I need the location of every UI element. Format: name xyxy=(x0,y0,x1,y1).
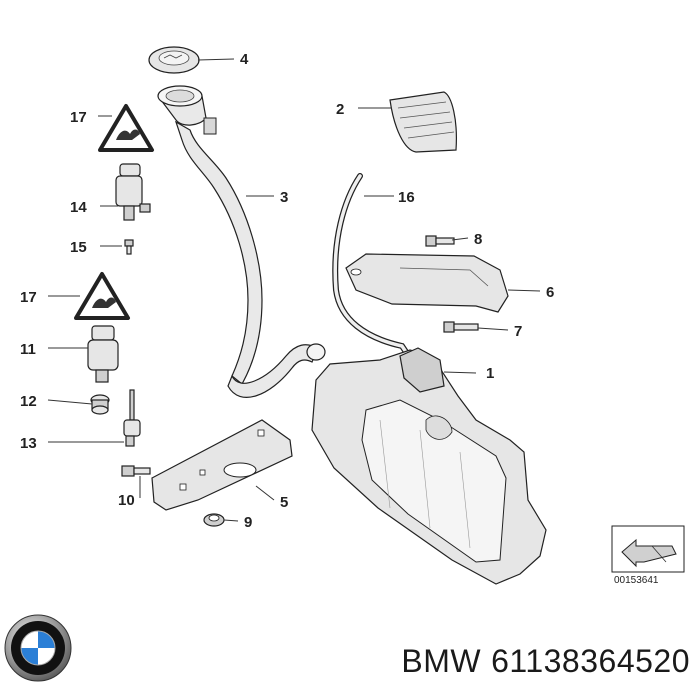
callout-3: 3 xyxy=(280,189,288,206)
callout-11: 11 xyxy=(20,341,36,358)
direction-symbol xyxy=(611,525,685,573)
part-3-filler-hose xyxy=(157,85,326,398)
part-17-warning-label-top xyxy=(98,104,154,152)
leader-lines xyxy=(47,58,541,522)
part-4-cap xyxy=(148,46,200,74)
part-16-hose xyxy=(332,173,413,361)
callout-2: 2 xyxy=(336,101,344,118)
callout-15: 15 xyxy=(70,239,87,256)
part-15-screw xyxy=(124,239,134,255)
part-5-bracket xyxy=(151,419,293,511)
callout-1: 1 xyxy=(486,365,494,382)
part-9-nut xyxy=(203,513,225,527)
callout-10: 10 xyxy=(118,492,135,509)
part-17-warning-label-bottom xyxy=(74,272,130,320)
callout-6: 6 xyxy=(546,284,554,301)
callout-8: 8 xyxy=(474,231,482,248)
part-number: 61138364520 xyxy=(491,643,690,679)
callout-labels: 1 2 3 4 5 6 7 8 9 10 11 12 13 14 15 16 1… xyxy=(20,51,554,531)
part-2-pad xyxy=(389,91,457,153)
callout-7: 7 xyxy=(514,323,522,340)
part-13-level-sensor xyxy=(123,389,141,447)
callout-9: 9 xyxy=(244,514,252,531)
callout-12: 12 xyxy=(20,393,37,410)
part-12-grommet xyxy=(90,394,110,415)
callout-5: 5 xyxy=(280,494,288,511)
callout-14: 14 xyxy=(70,199,87,216)
bmw-logo xyxy=(4,614,72,682)
part-7-bolt xyxy=(443,321,479,333)
part-10-bolt xyxy=(121,465,151,477)
part-6-bracket xyxy=(345,253,509,313)
callout-16: 16 xyxy=(398,189,415,206)
callout-13: 13 xyxy=(20,435,37,452)
part-8-bolt xyxy=(425,235,455,247)
part-11-washer-pump xyxy=(87,325,119,383)
part-14-washer-pump xyxy=(115,163,151,221)
callout-4: 4 xyxy=(240,51,249,68)
diagram-code: 00153641 xyxy=(614,575,659,586)
part-1-reservoir xyxy=(311,347,547,585)
callout-17-bottom: 17 xyxy=(20,289,37,306)
brand-name: BMW xyxy=(401,643,482,679)
callout-17-top: 17 xyxy=(70,109,87,126)
